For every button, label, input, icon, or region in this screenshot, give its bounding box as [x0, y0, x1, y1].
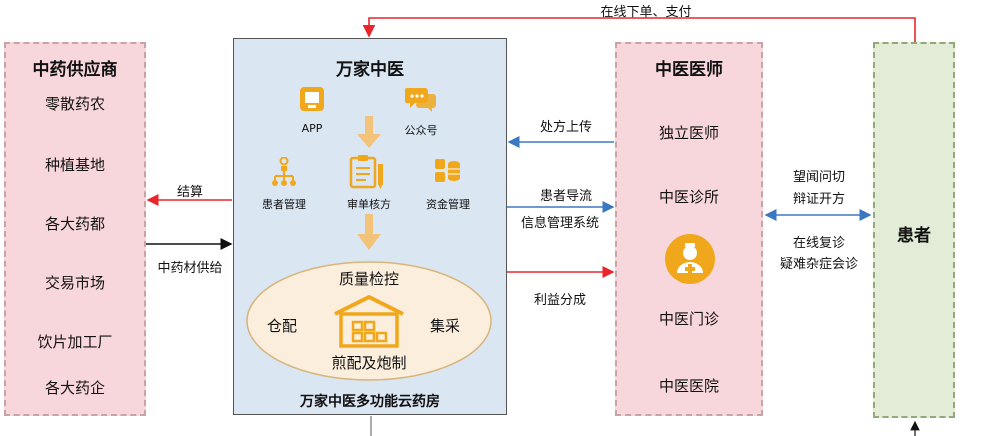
warehouse-icon: [334, 295, 404, 348]
function-label: 资金管理: [426, 198, 470, 211]
supply-label: 中药材供给: [157, 261, 223, 276]
doctor-avatar-icon: [665, 234, 715, 284]
supplier-item: 各大药企: [44, 379, 106, 397]
consult-label: 在线复诊: [792, 236, 846, 251]
patient-panel: [873, 42, 955, 418]
wechat-icon: [405, 88, 436, 112]
center-title: 万家中医: [336, 60, 404, 80]
doctor-item: 中医医院: [658, 377, 720, 395]
profit-share-label: 利益分成: [533, 293, 587, 308]
info-system-label: 信息管理系统: [520, 216, 600, 231]
flow-down-arrow-1: [357, 116, 381, 148]
doctor-item: 独立医师: [658, 124, 720, 142]
flow-down-arrow-2: [357, 214, 381, 250]
clipboard-icon: [349, 155, 383, 189]
function-label: 审单核方: [347, 198, 391, 211]
supplier-title: 中药供应商: [32, 60, 118, 80]
consult-label: 辩证开方: [792, 192, 846, 207]
center-footer: 万家中医多功能云药房: [300, 394, 440, 410]
supplier-item: 饮片加工厂: [37, 333, 113, 351]
supplier-item: 零散药农: [44, 95, 106, 113]
doctor-panel: [615, 42, 763, 416]
prescription-upload-label: 处方上传: [539, 120, 593, 135]
warehouse-right-label: 集采: [429, 317, 461, 335]
consult-label: 望闻问切: [792, 170, 846, 185]
supplier-item: 种植基地: [44, 156, 106, 174]
patient-title: 患者: [897, 226, 931, 246]
supplier-item: 各大药都: [44, 215, 106, 233]
doctor-item: 中医诊所: [658, 188, 720, 206]
order-payment-arrow: [362, 17, 916, 42]
warehouse-left-label: 仓配: [266, 317, 298, 335]
supplier-panel: [4, 42, 146, 416]
processing-label: 煎配及炮制: [331, 354, 407, 372]
doctor-item: 中医门诊: [658, 310, 720, 328]
patient-guidance-label: 患者导流: [539, 189, 593, 204]
supplier-item: 交易市场: [44, 274, 106, 292]
doctor-title: 中医医师: [655, 60, 723, 80]
settlement-label: 结算: [176, 185, 204, 200]
function-label: 患者管理: [262, 198, 306, 211]
consult-label: 疑难杂症会诊: [779, 257, 859, 272]
coins-icon: [435, 159, 460, 182]
app-icon: [300, 87, 324, 111]
channel-label: APP: [301, 122, 323, 135]
org-chart-icon: [272, 157, 296, 186]
channel-label: 公众号: [404, 124, 438, 137]
quality-label: 质量检控: [338, 270, 400, 288]
order-payment-label: 在线下单、支付: [600, 5, 692, 20]
